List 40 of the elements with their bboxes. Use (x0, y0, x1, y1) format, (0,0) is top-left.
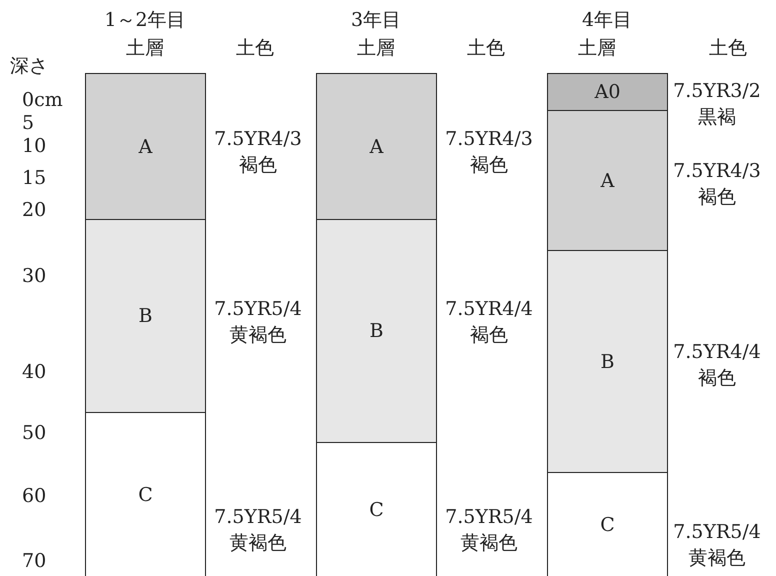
year-heading: 1～2年目 (104, 9, 186, 31)
soil-color-label: 7.5YR3/2 黒褐 (672, 79, 762, 130)
depth-label: 10 (22, 135, 46, 157)
soil-layer-box: A (85, 73, 206, 220)
column-heading: 土色 (236, 37, 274, 59)
soil-layer-box: C (316, 442, 437, 576)
depth-label: 15 (22, 167, 46, 189)
soil-color-label: 7.5YR4/3 褐色 (444, 127, 534, 178)
soil-layer-box: B (85, 219, 206, 414)
soil-color-label: 7.5YR5/4 黄褐色 (213, 297, 303, 348)
column-heading: 土色 (709, 37, 747, 59)
soil-layer-box: C (547, 472, 668, 576)
axis-title: 深さ (10, 55, 48, 77)
soil-color-label: 7.5YR5/4 黄褐色 (213, 505, 303, 556)
column-heading: 土層 (357, 37, 395, 59)
soil-layer-box: A (547, 110, 668, 252)
soil-layer-box: B (316, 219, 437, 444)
depth-label: 60 (22, 485, 46, 507)
soil-layer-box: A (316, 73, 437, 220)
depth-label: 5 (22, 112, 34, 134)
soil-color-label: 7.5YR5/4 黄褐色 (444, 505, 534, 556)
depth-label: 40 (22, 361, 46, 383)
soil-color-label: 7.5YR4/4 褐色 (672, 340, 762, 391)
column-heading: 土層 (126, 37, 164, 59)
soil-layer-box: B (547, 250, 668, 474)
soil-color-label: 7.5YR4/3 褐色 (672, 159, 762, 210)
soil-color-label: 7.5YR5/4 黄褐色 (672, 520, 762, 571)
year-heading: 3年目 (350, 9, 402, 31)
soil-layer-box: A0 (547, 73, 668, 112)
column-heading: 土色 (467, 37, 505, 59)
depth-label: 20 (22, 199, 46, 221)
soil-layer-box: C (85, 412, 206, 576)
depth-label: 0cm (22, 89, 63, 111)
depth-label: 30 (22, 265, 46, 287)
column-heading: 土層 (578, 37, 616, 59)
depth-label: 70 (22, 550, 46, 572)
depth-label: 50 (22, 422, 46, 444)
soil-color-label: 7.5YR4/4 褐色 (444, 297, 534, 348)
soil-color-label: 7.5YR4/3 褐色 (213, 127, 303, 178)
year-heading: 4年目 (582, 9, 632, 31)
